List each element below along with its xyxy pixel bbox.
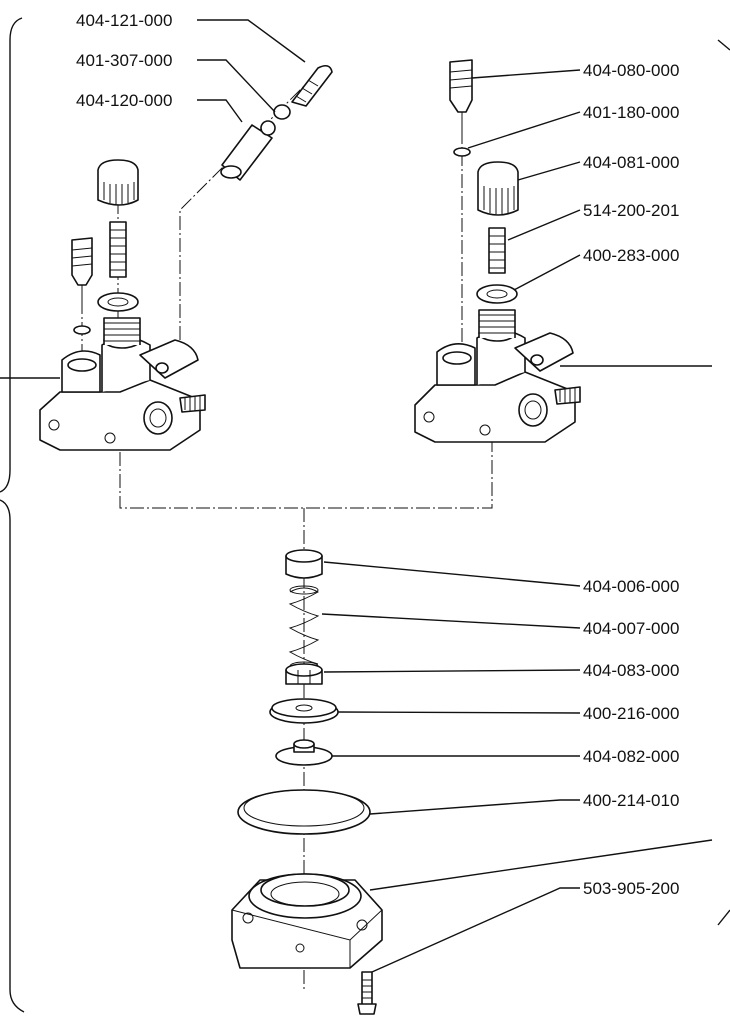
lower-regulator-stack (231, 549, 383, 1015)
label-400-216-000: 400-216-000 (583, 704, 679, 723)
label-401-307-000: 401-307-000 (76, 51, 172, 70)
label-404-081-000: 404-081-000 (583, 153, 679, 172)
label-404-006-000: 404-006-000 (583, 577, 679, 596)
right-valve-body (414, 309, 581, 443)
right-knob-assembly (476, 161, 519, 304)
left-brace-lower (0, 499, 25, 1013)
leader-lines (197, 19, 581, 973)
label-503-905-200: 503-905-200 (583, 879, 679, 898)
left-valve-body (39, 317, 206, 451)
label-404-080-000: 404-080-000 (583, 61, 679, 80)
connection-axis (119, 430, 493, 509)
left-angled-nipple (220, 64, 333, 181)
right-edge-leader-lower (369, 839, 713, 891)
angled-axis-left (179, 69, 321, 340)
label-404-007-000: 404-007-000 (583, 619, 679, 638)
label-404-120-000: 404-120-000 (76, 91, 172, 110)
right-needle-screw (449, 59, 473, 157)
left-brace-upper (0, 17, 23, 493)
label-404-121-000: 404-121-000 (76, 11, 172, 30)
label-400-214-010: 400-214-010 (583, 791, 679, 810)
label-401-180-000: 401-180-000 (583, 103, 679, 122)
left-knob-assembly (97, 159, 139, 312)
label-514-200-201: 514-200-201 (583, 201, 679, 220)
label-404-082-000: 404-082-000 (583, 747, 679, 766)
label-404-083-000: 404-083-000 (583, 661, 679, 680)
right-brace-tick-top (717, 39, 730, 51)
part-number-labels: 404-121-000 401-307-000 404-120-000 404-… (76, 11, 679, 898)
label-400-283-000: 400-283-000 (583, 246, 679, 265)
right-brace-tick-bottom (717, 909, 730, 926)
left-needle-screw (71, 237, 93, 335)
